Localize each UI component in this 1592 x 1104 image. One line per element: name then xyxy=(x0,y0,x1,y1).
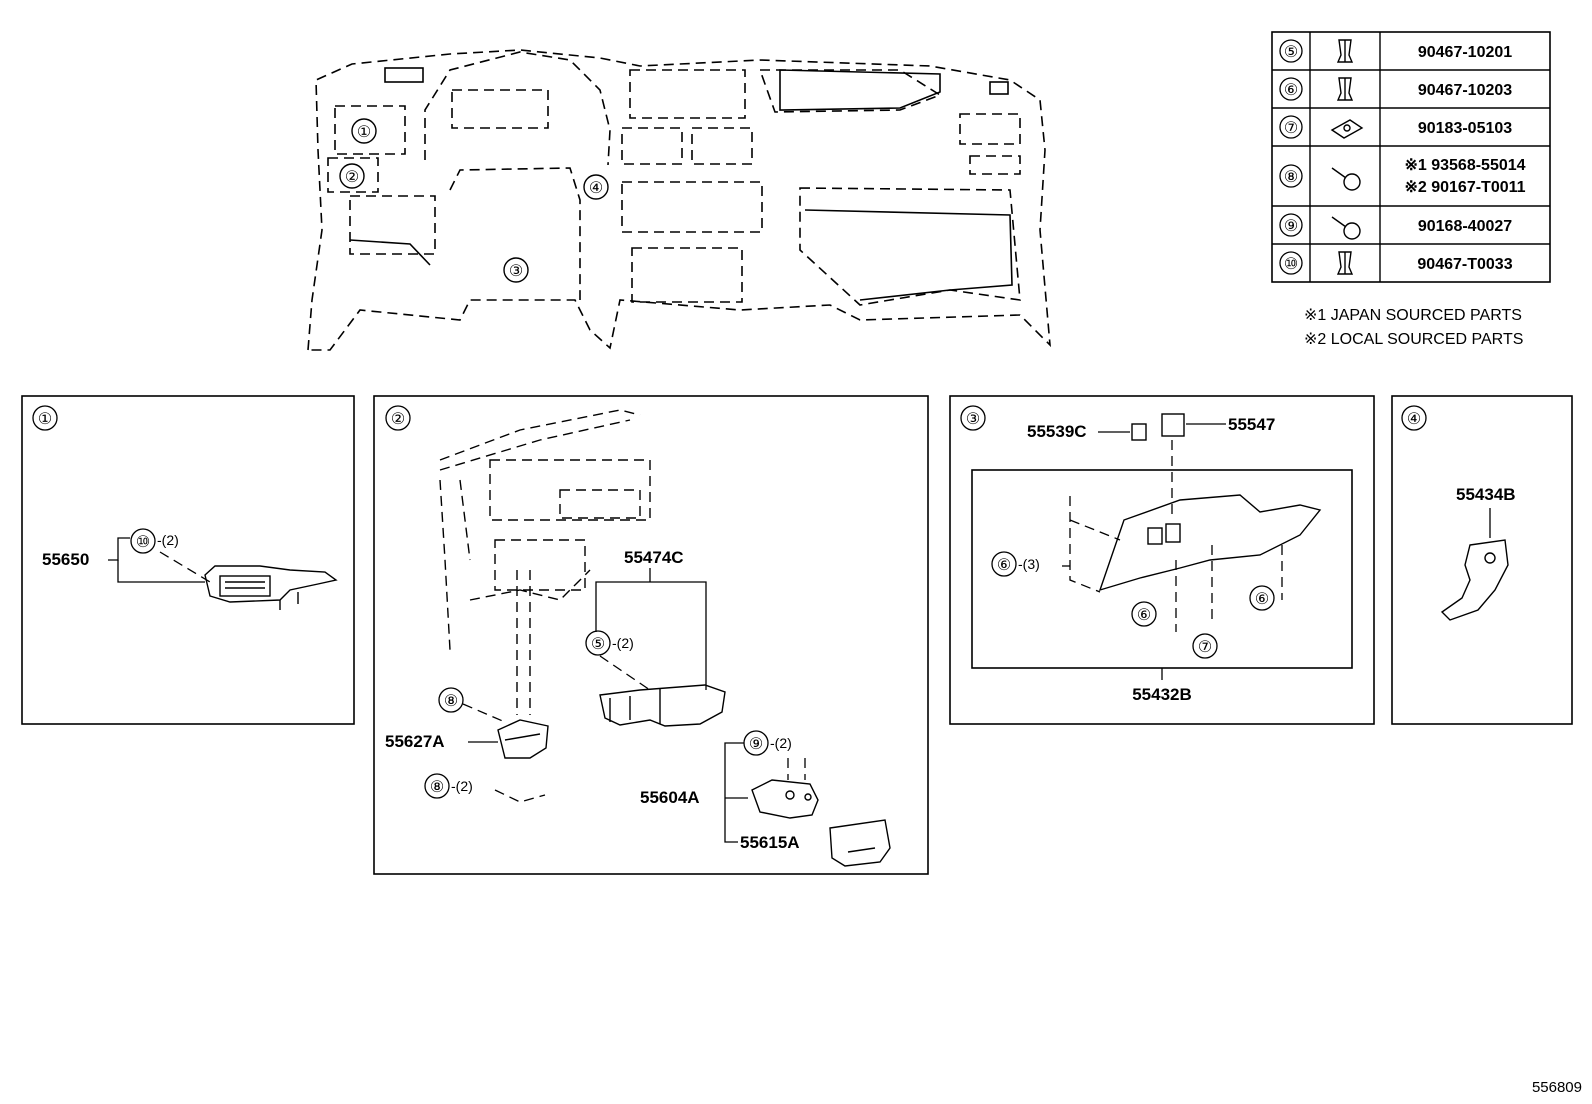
clip-icon xyxy=(1336,39,1354,63)
note-japan-sourced: ※1 JAPAN SOURCED PARTS xyxy=(1304,307,1522,324)
panel2-screw-callout-bottom: ⑧ xyxy=(430,779,444,796)
panel2-vent-part: 55604A xyxy=(640,788,700,807)
overview-callout-1: ① xyxy=(357,124,371,141)
table-part-10: 90467-T0033 xyxy=(1417,256,1512,273)
clip-icon xyxy=(1336,77,1354,101)
table-callout-6: ⑥ xyxy=(1284,82,1298,99)
clip-icon xyxy=(1336,251,1354,275)
panel3-panel-part: 55432B xyxy=(1132,685,1192,704)
bracket-drawing xyxy=(497,719,549,759)
table-part-8b: ※2 90167-T0011 xyxy=(1404,179,1525,196)
panel3-clip-left: ⑥ xyxy=(997,557,1011,574)
table-callout-10: ⑩ xyxy=(1284,256,1298,273)
detail-panel-3: ③ 55539C 55547 ⑥ -(3) ⑥ ⑦ ⑥ 55432B xyxy=(949,395,1375,725)
panel1-fastener-callout: ⑩ xyxy=(136,534,150,551)
overview-callout-4: ④ xyxy=(589,180,603,197)
table-part-7: 90183-05103 xyxy=(1418,120,1512,137)
panel3-part-b: 55547 xyxy=(1228,415,1275,434)
panel3-part-a: 55539C xyxy=(1027,422,1087,441)
screw-icon xyxy=(1331,167,1361,191)
table-part-8a: ※1 93568-55014 xyxy=(1404,157,1525,174)
dash-frame-drawing xyxy=(439,409,651,715)
panel3-clip-mid: ⑥ xyxy=(1137,607,1151,624)
fastener-table: ⑤ 90467-10201 ⑥ 90467-10203 ⑦ 90183-0510… xyxy=(1271,31,1551,283)
panel1-part-number: 55650 xyxy=(42,550,89,569)
panel4-callout: ④ xyxy=(1407,411,1421,428)
note-local-sourced: ※2 LOCAL SOURCED PARTS xyxy=(1304,331,1523,348)
panel2-screw-callout-top: ⑧ xyxy=(444,693,458,710)
center-duct-drawing xyxy=(599,684,726,727)
overview-callouts: ① ② ③ ④ xyxy=(339,118,609,283)
table-callout-8: ⑧ xyxy=(1284,169,1298,186)
panel2-cover-part: 55615A xyxy=(740,833,800,852)
lower-panel-drawing xyxy=(1098,494,1322,592)
detail-panel-2: ② 55474C ⑤ -(2) ⑧ 55627A xyxy=(373,395,929,875)
dashboard-overview xyxy=(307,49,1051,351)
detail-panel-4: ④ 55434B xyxy=(1391,395,1573,725)
nut-icon xyxy=(1330,119,1364,139)
panel1-callout: ① xyxy=(38,411,52,428)
panel2-duct-part: 55474C xyxy=(624,548,684,567)
side-vent-drawing xyxy=(204,565,338,610)
panel3-clip-left-qty: -(3) xyxy=(1018,556,1040,572)
panel2-bracket-part: 55627A xyxy=(385,732,445,751)
panel2-screw9-qty: -(2) xyxy=(770,735,792,751)
overview-callout-3: ③ xyxy=(509,263,523,280)
panel2-screw-qty: -(2) xyxy=(451,778,473,794)
table-callout-7: ⑦ xyxy=(1284,120,1298,137)
trim-piece-drawing xyxy=(1440,539,1509,621)
panel2-clip-callout: ⑤ xyxy=(591,636,605,653)
table-callout-9: ⑨ xyxy=(1284,218,1298,235)
table-part-5: 90467-10201 xyxy=(1418,44,1512,61)
center-vent-drawing xyxy=(751,779,819,819)
table-part-6: 90467-10203 xyxy=(1418,82,1512,99)
panel2-screw9-callout: ⑨ xyxy=(749,736,763,753)
illustration-number: 556809 xyxy=(1532,1079,1582,1096)
panel4-part-number: 55434B xyxy=(1456,485,1516,504)
screw-icon xyxy=(1331,216,1361,240)
table-part-9: 90168-40027 xyxy=(1418,218,1512,235)
panel2-clip-qty: -(2) xyxy=(612,635,634,651)
panel3-nut: ⑦ xyxy=(1198,639,1212,656)
panel3-callout: ③ xyxy=(966,411,980,428)
detail-panel-1: ① 55650 ⑩ -(2) xyxy=(21,395,355,725)
dashboard-overview-solid xyxy=(349,67,1013,301)
table-callout-5: ⑤ xyxy=(1284,44,1298,61)
panel3-clip-right: ⑥ xyxy=(1255,591,1269,608)
panel2-callout: ② xyxy=(391,411,405,428)
center-cover-drawing xyxy=(829,819,891,867)
panel1-fastener-qty: -(2) xyxy=(157,532,179,548)
overview-callout-2: ② xyxy=(345,169,359,186)
